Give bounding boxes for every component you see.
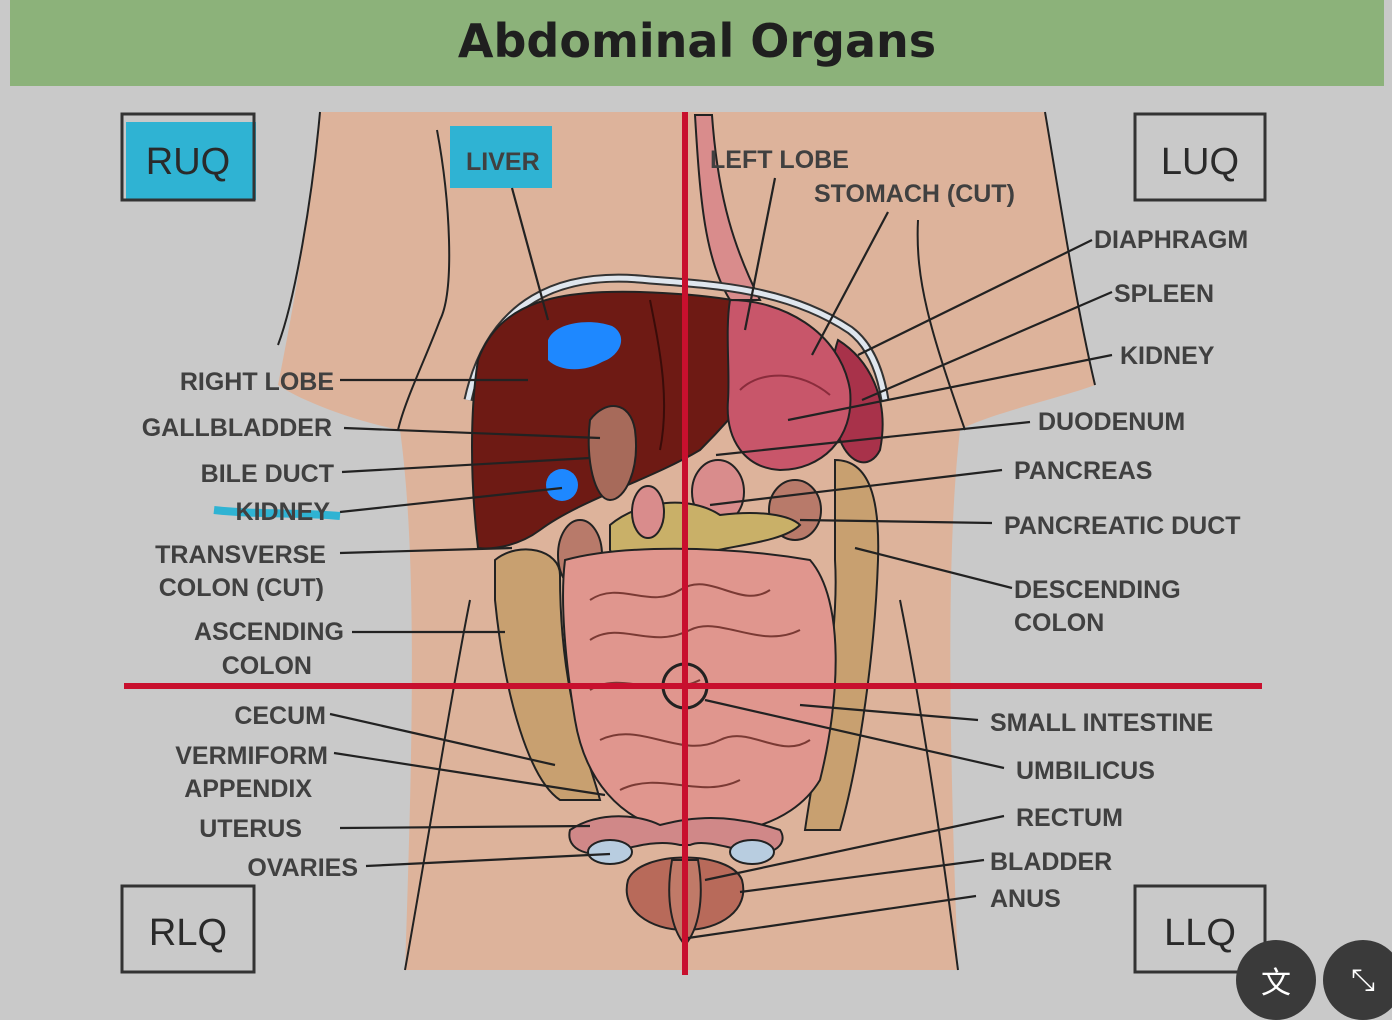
label-rectum: RECTUM xyxy=(1016,804,1123,832)
label-diaphragm: DIAPHRAGM xyxy=(1094,226,1248,254)
label-spleen: SPLEEN xyxy=(1114,280,1214,308)
label-liver: LIVER xyxy=(466,148,540,176)
quadrant-llq-box xyxy=(1133,884,1267,974)
label-transverse-colon-1: TRANSVERSE xyxy=(155,541,326,569)
quadrant-luq-box xyxy=(1133,112,1267,202)
quadrant-llq-label: LLQ xyxy=(1164,912,1236,954)
label-vermiform-1: VERMIFORM xyxy=(175,742,328,770)
label-bile-duct: BILE DUCT xyxy=(201,460,334,488)
collapse-button[interactable]: ⤡ xyxy=(1323,940,1392,1020)
label-pancreatic-duct: PANCREATIC DUCT xyxy=(1004,512,1241,540)
label-gallbladder: GALLBLADDER xyxy=(142,414,332,442)
gallbladder xyxy=(587,405,637,502)
label-ascending-colon-1: ASCENDING xyxy=(194,618,344,646)
quadrant-rlq-label: RLQ xyxy=(149,912,227,954)
collapse-icon: ⤡ xyxy=(1351,962,1375,998)
label-bladder: BLADDER xyxy=(990,848,1112,876)
label-kidney-left: KIDNEY xyxy=(1120,342,1215,370)
right-ovary xyxy=(587,839,633,865)
quadrant-ruq-highlight xyxy=(126,122,256,200)
label-cecum: CECUM xyxy=(234,702,326,730)
label-small-intestine: SMALL INTESTINE xyxy=(990,709,1213,737)
liver-label-highlight xyxy=(450,126,552,188)
quadrant-luq-label: LUQ xyxy=(1161,141,1239,183)
esophagus xyxy=(693,114,762,301)
quadrant-rlq-box xyxy=(120,884,256,974)
label-kidney-right: KIDNEY xyxy=(236,498,331,526)
label-ovaries: OVARIES xyxy=(247,854,358,882)
label-uterus: UTERUS xyxy=(199,815,302,843)
label-ascending-colon-2: COLON xyxy=(222,652,312,680)
leader-lines xyxy=(329,177,1113,940)
translate-icon: 文 xyxy=(1261,966,1291,1001)
left-ovary xyxy=(729,839,775,865)
label-transverse-colon-2: COLON (CUT) xyxy=(159,574,324,602)
label-descending-colon-1: DESCENDING xyxy=(1014,576,1181,604)
label-anus: ANUS xyxy=(990,885,1061,913)
quadrant-ruq-box xyxy=(120,112,256,202)
title-bar: Abdominal Organs xyxy=(10,0,1384,86)
label-duodenum: DUODENUM xyxy=(1038,408,1185,436)
label-left-lobe: LEFT LOBE xyxy=(710,146,849,174)
translate-button[interactable]: 文 xyxy=(1236,940,1316,1020)
label-umbilicus: UMBILICUS xyxy=(1016,757,1155,785)
kidney-label-highlight xyxy=(213,506,341,520)
label-descending-colon-2: COLON xyxy=(1014,609,1104,637)
diagram-title: Abdominal Organs xyxy=(457,14,937,68)
annotation-blob-liver xyxy=(548,322,622,370)
label-vermiform-2: APPENDIX xyxy=(184,775,312,803)
annotation-blob-kidney xyxy=(546,469,578,501)
label-stomach: STOMACH (CUT) xyxy=(814,180,1015,208)
label-pancreas: PANCREAS xyxy=(1014,457,1152,485)
small-intestine xyxy=(562,547,837,835)
label-right-lobe: RIGHT LOBE xyxy=(180,368,334,396)
quadrant-ruq-label: RUQ xyxy=(146,141,230,183)
